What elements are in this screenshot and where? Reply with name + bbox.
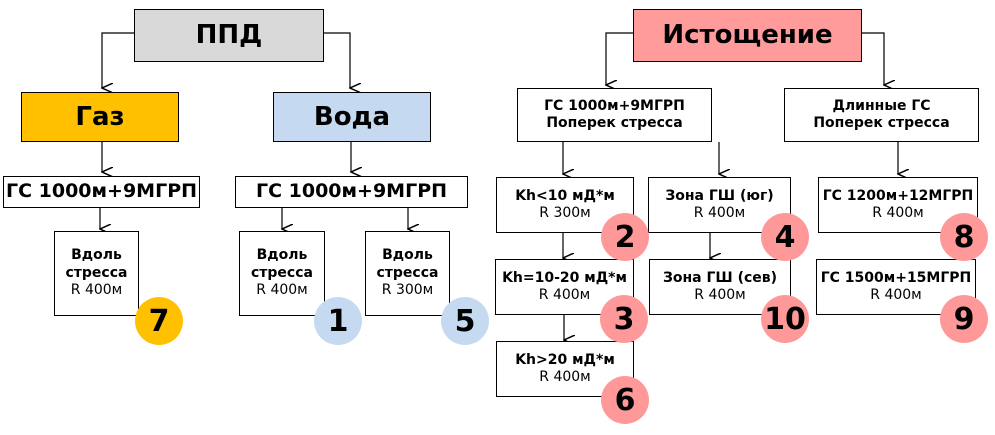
leaf-kh-lt-10: Kh<10 мД*м R 300м <box>496 177 634 233</box>
leaf-radius: R 400м <box>872 205 924 221</box>
node-gas: Газ <box>21 92 179 142</box>
leaf-line2: стресса <box>376 264 439 281</box>
root-depletion-label: Истощение <box>662 20 833 51</box>
leaf-radius: R 400м <box>256 282 308 299</box>
node-depl-well-across: ГС 1000м+9МГРП Поперек стресса <box>517 88 712 142</box>
badge-7: 7 <box>135 297 183 345</box>
leaf-line1: Вдоль <box>71 247 122 264</box>
badge-10: 10 <box>761 295 809 343</box>
root-depletion: Истощение <box>633 9 862 62</box>
leaf-radius: R 400м <box>694 287 746 303</box>
badge-2: 2 <box>601 213 649 261</box>
leaf-radius: R 400м <box>539 369 591 385</box>
leaf-line1: Вдоль <box>256 247 308 264</box>
leaf-radius: R 300м <box>539 205 591 221</box>
leaf-line1: Вдоль <box>382 247 433 264</box>
badge-5: 5 <box>441 297 489 345</box>
leaf-title: Kh>20 мД*м <box>515 351 615 368</box>
leaf-radius: R 300м <box>381 282 434 299</box>
badge-6: 6 <box>601 376 649 424</box>
leaf-kh-10-20: Kh=10-20 мД*м R 400м <box>495 259 634 315</box>
leaf-radius: R 400м <box>70 282 123 299</box>
leaf-title: Зона ГШ (юг) <box>665 187 774 204</box>
leaf-title: ГС 1500м+15МГРП <box>820 269 972 286</box>
node-water-label: Вода <box>313 101 391 132</box>
leaf-line2: стресса <box>251 264 313 281</box>
node-depl-long-wells: Длинные ГС Поперек стресса <box>784 88 979 142</box>
leaf-radius: R 400м <box>693 205 746 221</box>
node-line1: ГС 1000м+9МГРП <box>544 97 685 114</box>
node-line2: Поперек стресса <box>813 115 950 131</box>
node-gas-well: ГС 1000м+9МГРП <box>3 176 200 208</box>
badge-4: 4 <box>761 213 809 261</box>
badge-1: 1 <box>314 297 362 345</box>
leaf-title: Зона ГШ (сев) <box>662 269 778 286</box>
node-line2: Поперек стресса <box>546 115 683 131</box>
leaf-title: Kh<10 мД*м <box>515 187 615 204</box>
leaf-zone-north: Зона ГШ (сев) R 400м <box>649 259 791 315</box>
leaf-radius: R 400м <box>538 287 591 303</box>
leaf-water-along-stress-2: Вдоль стресса R 300м <box>365 231 450 316</box>
leaf-gas-along-stress: Вдоль стресса R 400м <box>54 231 139 316</box>
leaf-radius: R 400м <box>870 287 922 303</box>
leaf-title: Kh=10-20 мД*м <box>502 269 627 286</box>
node-water-well-label: ГС 1000м+9МГРП <box>255 180 448 203</box>
root-ppd-label: ППД <box>195 20 263 51</box>
badge-9: 9 <box>940 295 988 343</box>
leaf-line2: стресса <box>65 264 128 281</box>
badge-3: 3 <box>600 295 648 343</box>
badge-8: 8 <box>940 213 988 261</box>
node-gas-well-label: ГС 1000м+9МГРП <box>5 180 198 203</box>
leaf-title: ГС 1200м+12МГРП <box>822 187 974 204</box>
node-gas-label: Газ <box>75 101 125 132</box>
leaf-water-along-stress-1: Вдоль стресса R 400м <box>239 231 325 316</box>
root-ppd: ППД <box>134 9 324 62</box>
node-water-well: ГС 1000м+9МГРП <box>235 176 468 208</box>
node-line1: Длинные ГС <box>832 97 931 114</box>
node-water: Вода <box>273 92 431 142</box>
